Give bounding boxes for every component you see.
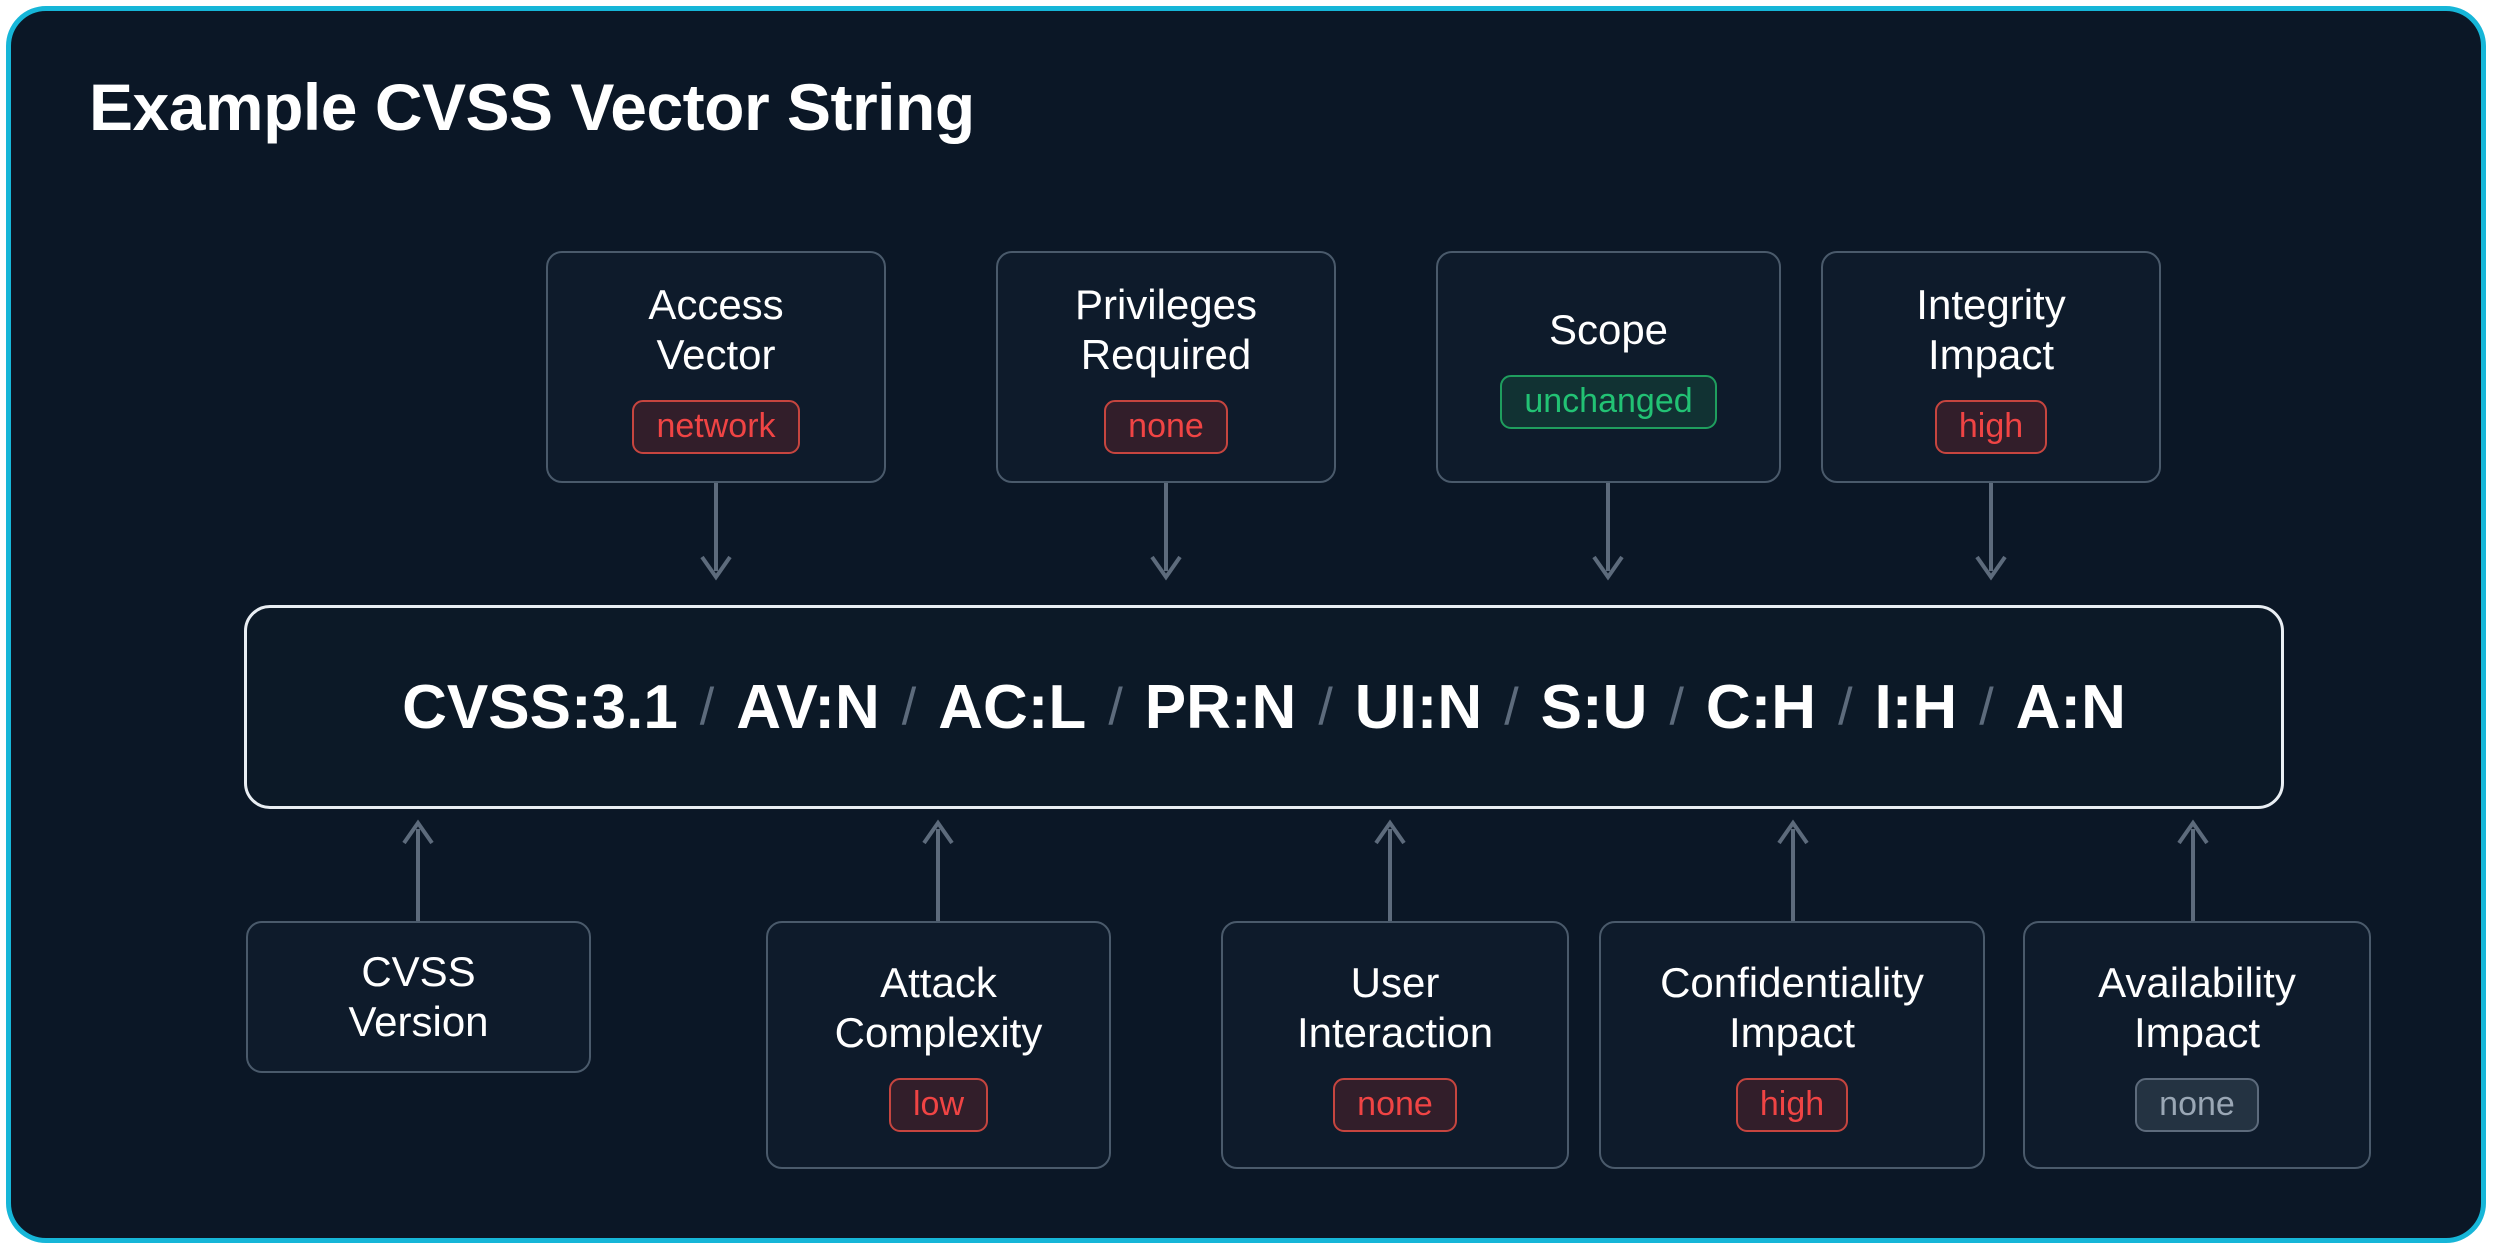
status-badge: high (1934, 399, 2048, 454)
connector-cvss-version (396, 811, 440, 923)
node-user-interaction[interactable]: User Interaction none (1221, 921, 1569, 1169)
node-label: User Interaction (1296, 959, 1494, 1056)
vector-separator: / (699, 678, 715, 736)
cvss-vector-string-bar[interactable]: CVSS:3.1 / AV:N / AC:L / PR:N / UI:N / S… (244, 605, 2284, 809)
node-label: Integrity Impact (1916, 281, 2066, 378)
connector-attack-complexity (916, 811, 960, 923)
connector-privileges-required (1144, 483, 1188, 589)
node-label: Access Vector (648, 281, 784, 378)
node-label: Availability Impact (2098, 959, 2296, 1056)
connector-integrity-impact (1969, 483, 2013, 589)
status-badge: network (632, 399, 800, 454)
vector-token-attack-complexity: AC:L (938, 672, 1087, 742)
vector-separator: / (1504, 678, 1519, 736)
node-cvss-version[interactable]: CVSS Version (246, 921, 591, 1073)
connector-user-interaction (1368, 811, 1412, 923)
connector-confidentiality-impact (1771, 811, 1815, 923)
vector-separator: / (1838, 678, 1853, 736)
vector-token-integrity: I:H (1874, 672, 1958, 742)
vector-token-attack-vector: AV:N (736, 672, 880, 742)
node-confidentiality-impact[interactable]: Confidentiality Impact high (1599, 921, 1985, 1169)
connector-access-vector (694, 483, 738, 589)
vector-token-privileges-required: PR:N (1144, 672, 1297, 742)
status-badge: low (888, 1077, 989, 1132)
vector-separator: / (1979, 678, 1994, 736)
connector-scope (1586, 483, 1630, 589)
page-title: Example CVSS Vector String (89, 70, 975, 144)
node-label: Confidentiality Impact (1660, 959, 1924, 1056)
node-label: CVSS Version (348, 948, 489, 1045)
node-availability-impact[interactable]: Availability Impact none (2023, 921, 2371, 1169)
node-label: Attack Complexity (834, 959, 1043, 1056)
connector-availability-impact (2171, 811, 2215, 923)
node-scope[interactable]: Scope unchanged (1436, 251, 1781, 483)
node-privileges-required[interactable]: Privileges Required none (996, 251, 1336, 483)
status-badge: none (1104, 399, 1228, 454)
vector-token-availability: A:N (2015, 672, 2126, 742)
vector-token-cvss-version: CVSS:3.1 (402, 672, 678, 742)
status-badge: none (2135, 1077, 2259, 1132)
vector-separator: / (1669, 678, 1684, 736)
node-attack-complexity[interactable]: Attack Complexity low (766, 921, 1111, 1169)
vector-token-user-interaction: UI:N (1354, 672, 1483, 742)
status-badge: high (1735, 1077, 1849, 1132)
vector-separator: / (1108, 678, 1123, 736)
node-label: Scope (1548, 306, 1669, 354)
vector-separator: / (1318, 678, 1333, 736)
diagram-card: Example CVSS Vector String Access Vector… (6, 6, 2486, 1243)
status-badge: unchanged (1500, 374, 1717, 429)
vector-token-scope: S:U (1540, 672, 1648, 742)
node-access-vector[interactable]: Access Vector network (546, 251, 886, 483)
vector-token-confidentiality: C:H (1705, 672, 1817, 742)
vector-token-list: CVSS:3.1 / AV:N / AC:L / PR:N / UI:N / S… (402, 672, 2126, 743)
node-integrity-impact[interactable]: Integrity Impact high (1821, 251, 2161, 483)
node-label: Privileges Required (1074, 281, 1258, 378)
vector-separator: / (901, 678, 917, 736)
status-badge: none (1333, 1077, 1457, 1132)
